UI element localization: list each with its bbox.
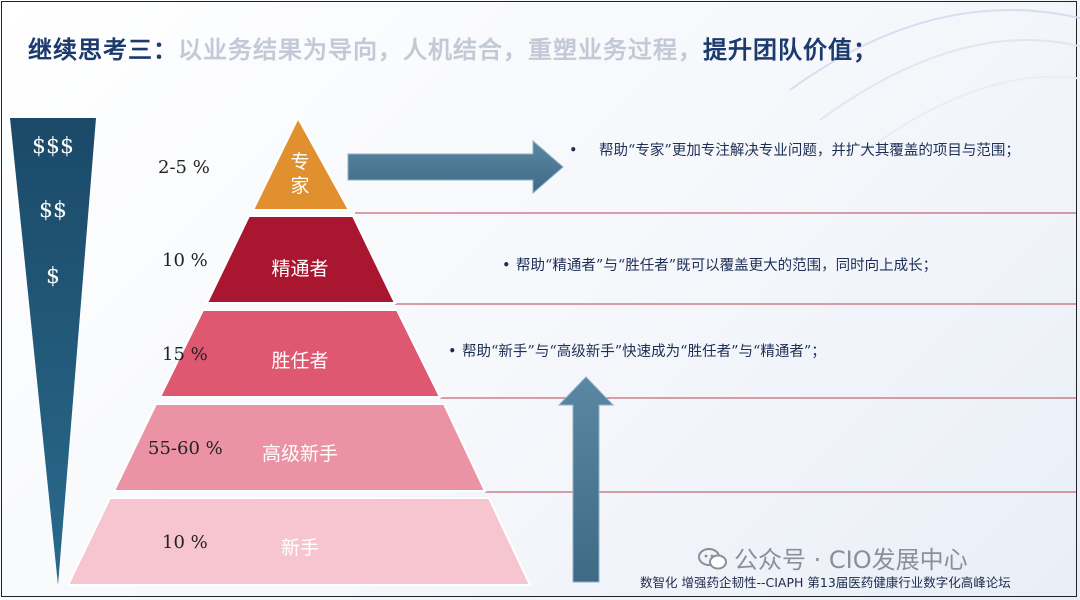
note-expert: • 帮助“专家”更加专注解决专业问题，并扩大其覆盖的项目与范围； xyxy=(569,140,1071,162)
title-part-1: 继续思考三： xyxy=(28,36,178,64)
note-proficient: • 帮助“精通者”与“胜任者”既可以覆盖更大的范围，同时向上成长； xyxy=(502,255,1077,277)
percent-proficient: 10 % xyxy=(162,250,208,271)
note-novice-text: 帮助“新手”与“高级新手”快速成为“胜任者”与“精通者”； xyxy=(462,344,826,360)
pyramid-level-advanced-beginner xyxy=(112,403,487,492)
pyramid-level-expert xyxy=(251,115,351,211)
bullet-icon: • xyxy=(448,344,457,360)
value-label-high: $$$ xyxy=(32,134,74,159)
bullet-icon: • xyxy=(569,143,578,159)
note-expert-text: 帮助“专家”更加专注解决专业问题，并扩大其覆盖的项目与范围； xyxy=(599,143,1020,159)
percent-novice: 10 % xyxy=(162,532,208,553)
value-scale-bar xyxy=(10,118,96,585)
wechat-icon xyxy=(698,548,727,570)
footer-text: 数智化 增强药企韧性--CIAPH 第13届医药健康行业数字化高峰论坛 xyxy=(640,575,1011,590)
watermark-text: 公众号 · CIO发展中心 xyxy=(734,546,968,574)
level-label-expert: 专 家 xyxy=(290,151,310,197)
decorative-swoosh xyxy=(789,9,1080,156)
slide-title: 继续思考三：以业务结果为导向，人机结合，重塑业务过程，提升团队价值； xyxy=(28,30,878,65)
watermark: 公众号 · CIO发展中心 xyxy=(698,540,968,575)
pyramid-level-proficient xyxy=(205,215,397,304)
note-proficient-text: 帮助“精通者”与“胜任者”既可以覆盖更大的范围，同时向上成长； xyxy=(516,258,938,274)
pyramid-level-novice xyxy=(66,497,532,586)
title-part-2: 以业务结果为导向，人机结合，重塑业务过程， xyxy=(178,36,703,64)
up-arrow-icon xyxy=(557,376,615,583)
value-label-low: $ xyxy=(46,264,60,289)
percent-advanced-beginner: 55-60 % xyxy=(148,438,223,459)
value-label-mid: $$ xyxy=(39,198,67,223)
level-label-novice: 新手 xyxy=(280,537,319,559)
percent-competent: 15 % xyxy=(162,344,208,365)
pyramid-level-competent xyxy=(158,309,442,398)
percent-expert: 2-5 % xyxy=(158,157,210,178)
bullet-icon: • xyxy=(502,258,511,274)
level-label-advanced-beginner: 高级新手 xyxy=(261,443,338,465)
right-arrow-icon xyxy=(347,139,564,195)
note-novice: • 帮助“新手”与“高级新手”快速成为“胜任者”与“精通者”； xyxy=(448,341,1008,363)
level-label-proficient: 精通者 xyxy=(271,258,329,280)
level-label-competent: 胜任者 xyxy=(271,350,329,372)
title-part-3: 提升团队价值； xyxy=(703,36,878,64)
